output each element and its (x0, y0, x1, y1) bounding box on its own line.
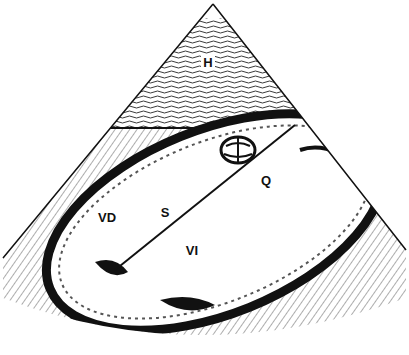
part-label: H (201, 55, 214, 70)
part-label: S (159, 205, 172, 220)
part-label: VD (96, 210, 118, 225)
part-label: VI (184, 243, 200, 258)
part-label: Q (259, 173, 273, 188)
